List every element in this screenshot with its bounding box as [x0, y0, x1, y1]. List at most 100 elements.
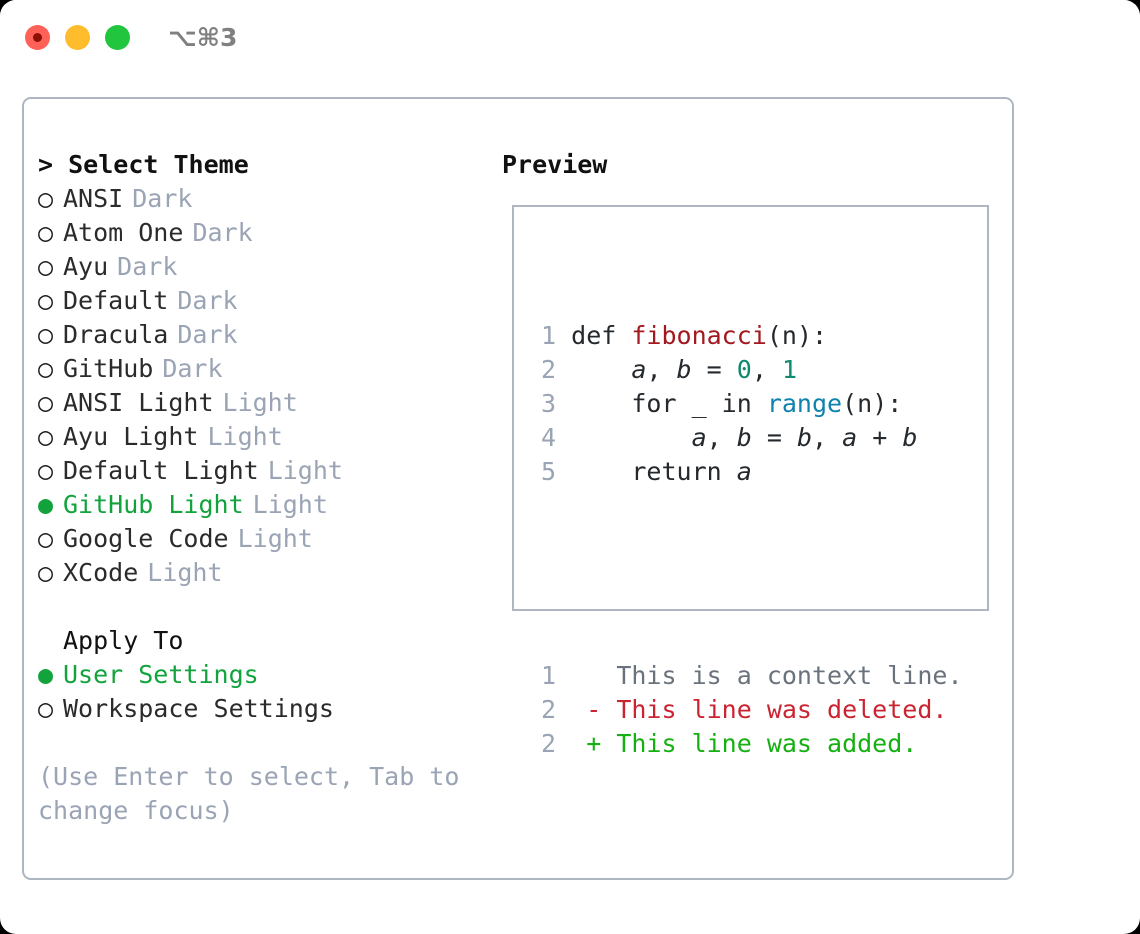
code-token-var: a: [631, 355, 647, 384]
code-token-var: b: [902, 423, 918, 452]
select-theme-title: Select Theme: [68, 150, 249, 179]
radio-unselected-icon: ○: [38, 524, 54, 553]
theme-variant-badge: Light: [207, 422, 283, 451]
diff-marker: +: [556, 729, 617, 758]
gutter-space: [556, 389, 571, 418]
radio-unselected-icon: ○: [38, 218, 54, 247]
radio-unselected-icon: ○: [38, 456, 54, 485]
radio-unselected-icon: ○: [38, 388, 54, 417]
theme-option-atom-one[interactable]: ○ Atom One Dark: [38, 216, 493, 250]
diff-text: This line was deleted.: [616, 695, 948, 724]
select-theme-heading: > Select Theme: [38, 148, 493, 182]
theme-variant-badge: Dark: [177, 286, 238, 315]
theme-option-ansi-light[interactable]: ○ ANSI Light Light: [38, 386, 493, 420]
apply-to-option-workspace-settings[interactable]: ○Workspace Settings: [38, 692, 493, 726]
radio-unselected-icon: ○: [38, 286, 54, 315]
minimize-button[interactable]: [65, 25, 90, 50]
radio-unselected-icon: ○: [38, 558, 54, 587]
theme-variant-badge: Dark: [132, 184, 193, 213]
code-sample: 1 def fibonacci(n):2 a, b = 0, 1 3 for _ …: [526, 319, 963, 489]
theme-option-dracula[interactable]: ○ Dracula Dark: [38, 318, 493, 352]
code-token-var: a: [736, 457, 752, 486]
line-number: 2: [541, 355, 557, 384]
theme-variant-badge: Dark: [192, 218, 253, 247]
theme-variant-badge: Dark: [177, 320, 238, 349]
title-bar: ⌥⌘3: [0, 0, 1140, 78]
code-token-num: 1: [781, 355, 797, 384]
theme-option-label: ANSI Light: [63, 388, 214, 417]
apply-to-heading: Apply To: [63, 626, 184, 655]
line-number: 2: [541, 729, 557, 758]
code-token-var: a: [691, 423, 707, 452]
preview-heading: Preview: [502, 150, 608, 179]
code-token-plain: =: [691, 355, 737, 384]
diff-line-ctx: 1 This is a context line.: [526, 659, 962, 693]
traffic-lights: [25, 25, 130, 50]
code-token-plain: (n):: [766, 321, 828, 350]
code-token-builtin: range: [766, 389, 843, 418]
theme-option-label: GitHub Light: [63, 490, 244, 519]
hint-spacer: [38, 726, 493, 760]
preview-column: Preview 1 def fibonacci(n):2 a, b = 0, 1…: [502, 148, 1002, 758]
code-line: 4 a, b = b, a + b: [526, 421, 963, 455]
diff-sample: 1 This is a context line.2 - This line w…: [526, 659, 962, 761]
keyboard-hint: (Use Enter to select, Tab to change focu…: [38, 762, 475, 825]
diff-marker: -: [556, 695, 617, 724]
close-button[interactable]: [25, 25, 50, 50]
apply-to-option-label: User Settings: [63, 660, 259, 689]
code-token-plain: +: [857, 423, 903, 452]
code-token-plain: [571, 355, 631, 384]
theme-option-label: Atom One: [63, 218, 184, 247]
code-token-fn: fibonacci: [631, 321, 767, 350]
code-token-var: b: [676, 355, 692, 384]
section-spacer: [38, 590, 493, 624]
radio-unselected-icon: ○: [38, 184, 54, 213]
code-token-plain: (n):: [842, 389, 903, 418]
theme-option-xcode[interactable]: ○ XCode Light: [38, 556, 493, 590]
theme-option-label: Dracula: [63, 320, 169, 349]
code-token-plain: =: [751, 423, 797, 452]
theme-variant-badge: Light: [147, 558, 223, 587]
code-line: 3 for _ in range(n):: [526, 387, 963, 421]
code-token-plain: ,: [646, 355, 677, 384]
apply-to-option-user-settings[interactable]: ●User Settings: [38, 658, 493, 692]
code-token-num: 0: [736, 355, 752, 384]
code-token-plain: ,: [706, 423, 737, 452]
theme-variant-badge: Light: [222, 388, 298, 417]
code-token-plain: [571, 423, 691, 452]
code-line: 1 def fibonacci(n):: [526, 319, 963, 353]
code-token-var: a: [842, 423, 858, 452]
theme-option-label: XCode: [63, 558, 139, 587]
theme-variant-badge: Light: [252, 490, 328, 519]
radio-unselected-icon: ○: [38, 252, 54, 281]
apply-to-list: ●User Settings○Workspace Settings: [38, 658, 493, 726]
maximize-button[interactable]: [105, 25, 130, 50]
radio-unselected-icon: ○: [38, 320, 54, 349]
radio-unselected-icon: ○: [38, 354, 54, 383]
line-number: 1: [541, 661, 557, 690]
radio-unselected-icon: ○: [38, 694, 54, 723]
radio-unselected-icon: ○: [38, 422, 54, 451]
gutter-space: [556, 457, 571, 486]
line-number: 5: [541, 457, 557, 486]
theme-option-label: GitHub: [63, 354, 154, 383]
code-blank-line: [526, 557, 963, 591]
code-token-plain: return: [571, 457, 737, 486]
line-number: 2: [541, 695, 557, 724]
diff-marker: [556, 661, 616, 690]
code-token-plain: ,: [812, 423, 843, 452]
theme-option-label: Default Light: [63, 456, 259, 485]
